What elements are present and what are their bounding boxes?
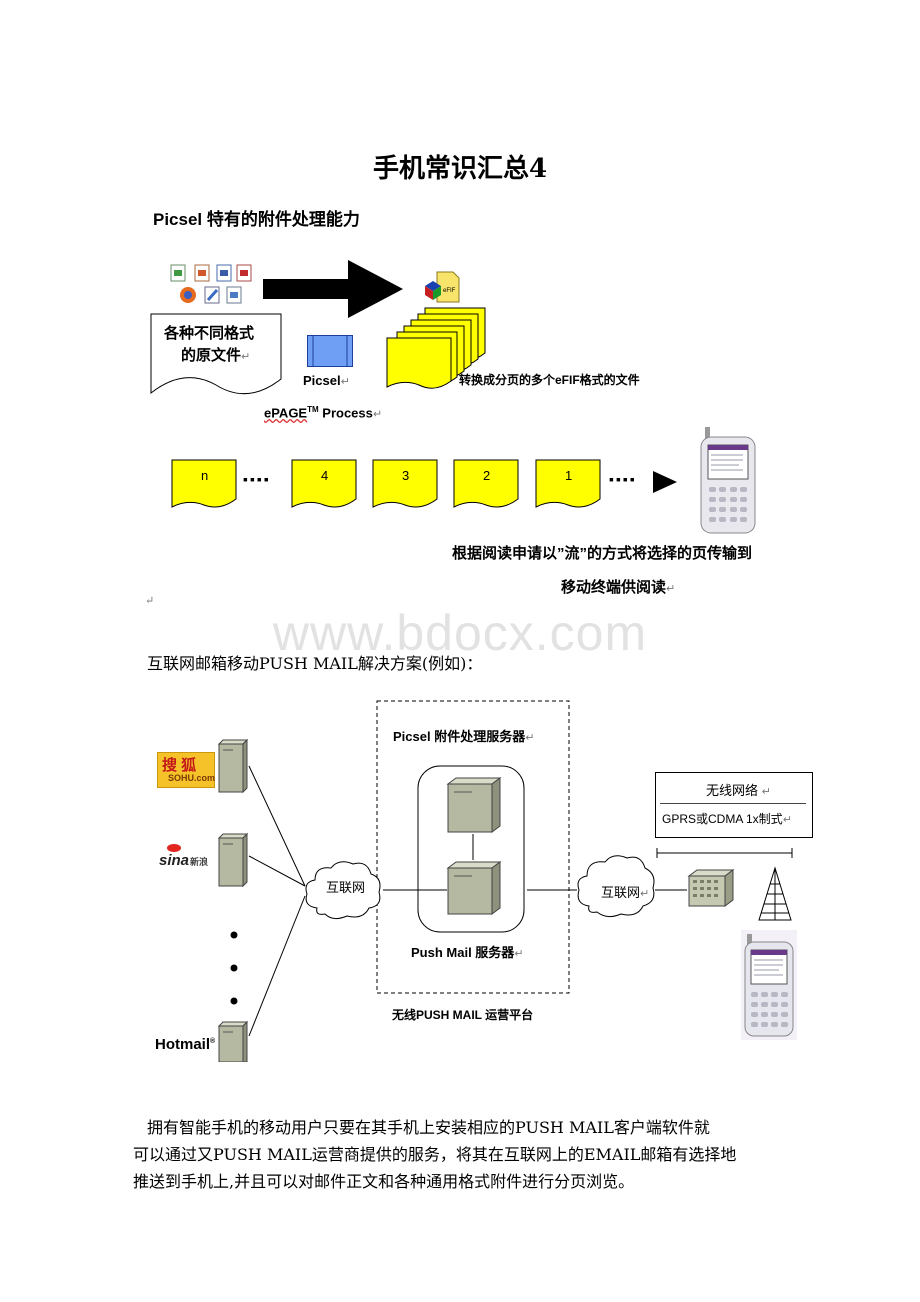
push-mail-server xyxy=(446,860,502,916)
internet-right-label: 互联网↵ xyxy=(601,882,649,901)
paragraph-line: 可以通过又PUSH MAIL运营商提供的服务，将其在互联网上的EMAIL邮箱有选… xyxy=(133,1145,737,1164)
sohu-logo-cn: 搜 狐 xyxy=(162,757,197,774)
picsel-label-text: Picsel xyxy=(303,373,341,388)
wireless-tech-box: GPRS或CDMA 1x制式↵ xyxy=(660,803,806,832)
figure-picsel-attachment: Picsel 特有的附件处理能力 各种不同格式 的原文件↵ xyxy=(147,195,797,600)
source-label-line1: 各种不同格式 xyxy=(164,325,255,342)
wireless-tech-label: GPRS或CDMA 1x制式↵ xyxy=(662,810,792,827)
internet-right-label-text: 互联网 xyxy=(601,885,641,900)
sohu-logo: 搜 狐 SOHU.com xyxy=(157,752,215,788)
converted-files-label: 转换成分页的多个eFIF格式的文件 xyxy=(459,373,640,387)
wireless-title: 无线网络 ↵ xyxy=(706,780,771,799)
internet-cloud-left xyxy=(303,856,383,924)
page-n xyxy=(171,459,237,513)
wireless-title-text: 无线网络 xyxy=(706,783,759,798)
internet-left-label: 互联网 xyxy=(326,880,366,895)
page-1 xyxy=(535,459,601,513)
stream-caption-line2: 移动终端供阅读↵ xyxy=(561,576,675,597)
figure-push-mail: 搜 狐 SOHU.com sina新浪 Hotmail® 互联网 Picsel … xyxy=(147,690,815,1063)
para-mark: ↵ xyxy=(640,888,650,900)
sina-eye-icon xyxy=(167,844,181,852)
paragraph-line: 推送到手机上,并且可以对邮件正文和各种通用格式附件进行分页浏览。 xyxy=(133,1172,635,1191)
sina-logo: sina新浪 xyxy=(159,844,219,876)
watermark: www.bdocx.com xyxy=(272,605,648,661)
source-file-icons xyxy=(169,263,259,305)
para-mark: ↵ xyxy=(145,594,155,607)
page-3-label: 3 xyxy=(402,468,410,483)
ellipsis-left: ▪▪▪▪ xyxy=(243,471,271,487)
push-server-label-text: Push Mail 服务器 xyxy=(411,945,515,960)
efif-file-icon: eFIF xyxy=(423,270,461,304)
source-label-line2-text: 的原文件 xyxy=(181,347,242,364)
hotmail-logo-text: Hotmail xyxy=(155,1036,211,1053)
para-mark: ↵ xyxy=(525,732,535,744)
picsel-label: Picsel↵ xyxy=(303,373,350,388)
hotmail-logo: Hotmail® xyxy=(155,1036,215,1053)
stream-caption-line1: 根据阅读申请以”流”的方式将选择的页传输到 xyxy=(452,545,753,562)
sohu-logo-en: SOHU.com xyxy=(168,773,216,783)
ellipsis-right: ▪▪▪▪ xyxy=(609,471,637,487)
push-server-label: Push Mail 服务器↵ xyxy=(411,942,524,961)
source-label-line2: 的原文件↵ xyxy=(181,344,250,365)
sina-logo-cn: 新浪 xyxy=(190,857,209,867)
sina-logo-en: sina xyxy=(159,852,190,869)
para-mark: ↵ xyxy=(761,786,771,798)
stream-caption-line2-text: 移动终端供阅读 xyxy=(561,579,667,596)
page-n-label: n xyxy=(201,468,209,483)
page-4-label: 4 xyxy=(321,468,329,483)
picsel-attachment-server xyxy=(446,776,502,834)
wireless-network-box: 无线网络 ↵ GPRS或CDMA 1x制式↵ xyxy=(655,772,813,838)
sohu-mail-server xyxy=(217,738,249,794)
source-document-shape xyxy=(150,313,282,401)
paragraph-line: 拥有智能手机的移动用户只要在其手机上安装相应的PUSH MAIL客户端软件就 xyxy=(147,1118,710,1137)
efif-icon-text: eFIF xyxy=(443,288,456,294)
page-2 xyxy=(453,459,519,513)
page-4 xyxy=(291,459,357,513)
sina-mail-server xyxy=(217,832,249,888)
stream-arrow-icon xyxy=(653,471,677,493)
epage-process-label: ePAGETM Process↵ xyxy=(264,405,382,420)
epage-tm: TM xyxy=(307,405,319,414)
para-mark: ↵ xyxy=(514,948,524,960)
hotmail-server xyxy=(217,1020,249,1063)
mobile-phone-icon xyxy=(741,930,797,1040)
para-mark: ↵ xyxy=(372,408,383,421)
picsel-server-label-text: Picsel 附件处理服务器 xyxy=(393,729,526,744)
para-mark: ↵ xyxy=(340,376,350,388)
picsel-engine-box xyxy=(307,335,353,367)
wireless-tech-text: GPRS或CDMA 1x制式 xyxy=(662,812,783,826)
page-title: 手机常识汇总4 xyxy=(372,154,548,184)
platform-label: 无线PUSH MAIL 运营平台 xyxy=(392,1008,534,1022)
para-mark: ↵ xyxy=(782,814,792,826)
page-2-label: 2 xyxy=(483,468,491,483)
picsel-server-label: Picsel 附件处理服务器↵ xyxy=(393,726,534,745)
process-text: Process xyxy=(318,405,373,421)
page-1-label: 1 xyxy=(565,468,573,483)
conversion-arrow xyxy=(263,260,403,318)
page-3 xyxy=(372,459,438,513)
figure1-heading: Picsel 特有的附件处理能力 xyxy=(153,210,360,229)
section-heading: 互联网邮箱移动PUSH MAIL解决方案(例如)： xyxy=(147,654,483,673)
efif-page-stack xyxy=(385,307,489,389)
antenna-tower-icon xyxy=(755,866,795,924)
internet-cloud-right xyxy=(575,850,657,922)
para-mark: ↵ xyxy=(666,583,676,595)
mobile-phone-icon xyxy=(699,427,757,535)
body-paragraph: 拥有智能手机的移动用户只要在其手机上安装相应的PUSH MAIL客户端软件就 可… xyxy=(133,1114,813,1195)
hotmail-logo-reg: ® xyxy=(210,1038,216,1045)
base-station-building-icon xyxy=(687,868,735,908)
connection-lines xyxy=(230,700,793,1037)
epage-text: ePAGE xyxy=(264,405,308,421)
para-mark: ↵ xyxy=(241,351,251,363)
